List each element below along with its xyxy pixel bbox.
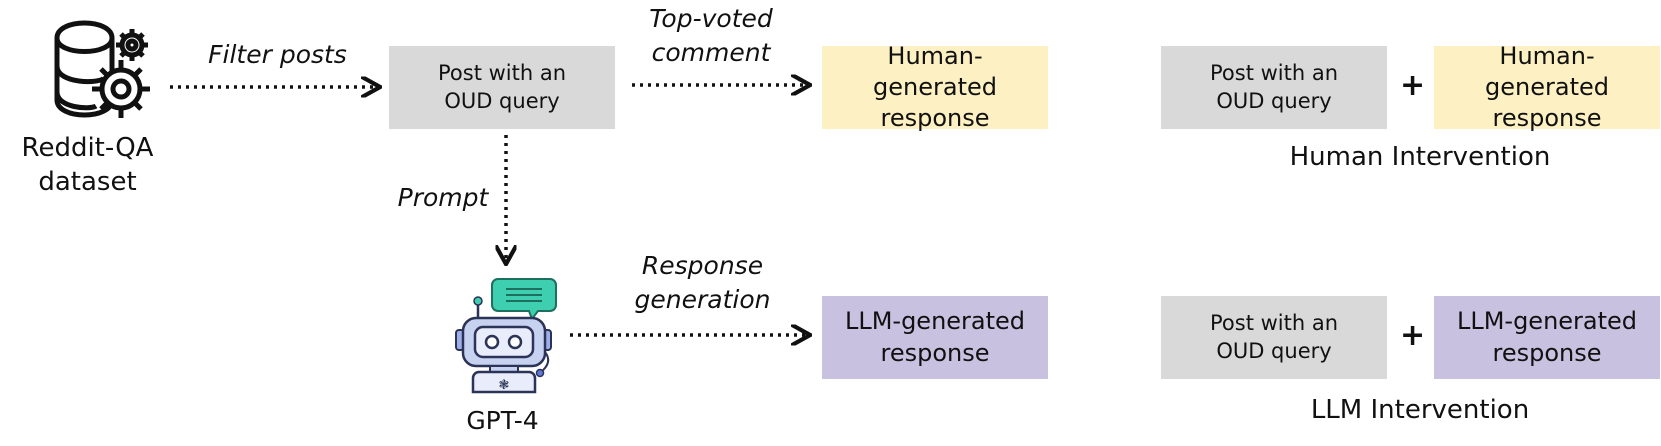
reddit-qa-dataset-label: Reddit-QA dataset xyxy=(21,133,154,197)
filter-posts-label: Filter posts xyxy=(208,40,347,69)
human-response-box: Human-generated response xyxy=(822,42,1048,132)
human-intervention-post-box: Post with an OUD query xyxy=(1161,46,1387,129)
human-intervention-caption: Human Intervention xyxy=(1289,142,1551,172)
llm-intervention-plus: + xyxy=(1400,318,1426,353)
human-intervention-response-box: Human-generated response xyxy=(1434,42,1660,132)
prompt-label: Prompt xyxy=(397,183,489,212)
llm-intervention-response-box: LLM-generated response xyxy=(1434,296,1660,379)
svg-text:❃: ❃ xyxy=(499,378,510,393)
response-generation-label: Response generation xyxy=(634,251,771,314)
llm-intervention-caption: LLM Intervention xyxy=(1310,395,1530,425)
llm-response-box: LLM-generated response xyxy=(822,296,1048,379)
top-voted-comment-label: Top-voted comment xyxy=(649,4,773,67)
robot-chat-icon: ❃ xyxy=(455,278,557,394)
llm-intervention-post-box: Post with an OUD query xyxy=(1161,296,1387,379)
gpt-4-label: GPT-4 xyxy=(466,406,539,435)
post-box: Post with an OUD query xyxy=(389,46,615,129)
database-gear-icon xyxy=(54,20,150,118)
human-intervention-plus: + xyxy=(1400,68,1426,103)
